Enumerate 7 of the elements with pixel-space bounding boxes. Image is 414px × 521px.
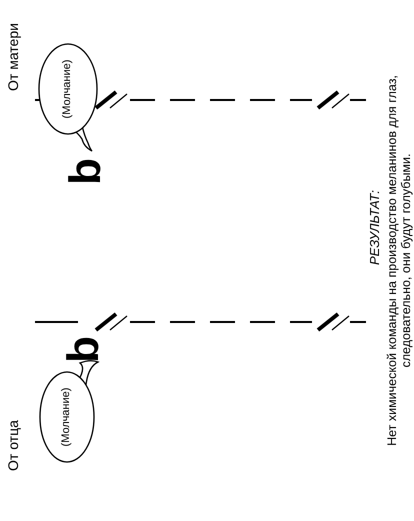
gene-letter: b <box>62 336 106 363</box>
bubble-text: (Молчание) <box>61 59 73 119</box>
parent-label: От отца <box>5 420 21 471</box>
gene-letter: b <box>64 158 108 185</box>
result-heading: РЕЗУЛЬТАТ: <box>367 190 383 265</box>
parent-label: От матери <box>5 23 21 91</box>
result-caption: Нет химической команды на производство меланинов для глаз, следовательно, они будут голубыми. <box>385 74 413 448</box>
